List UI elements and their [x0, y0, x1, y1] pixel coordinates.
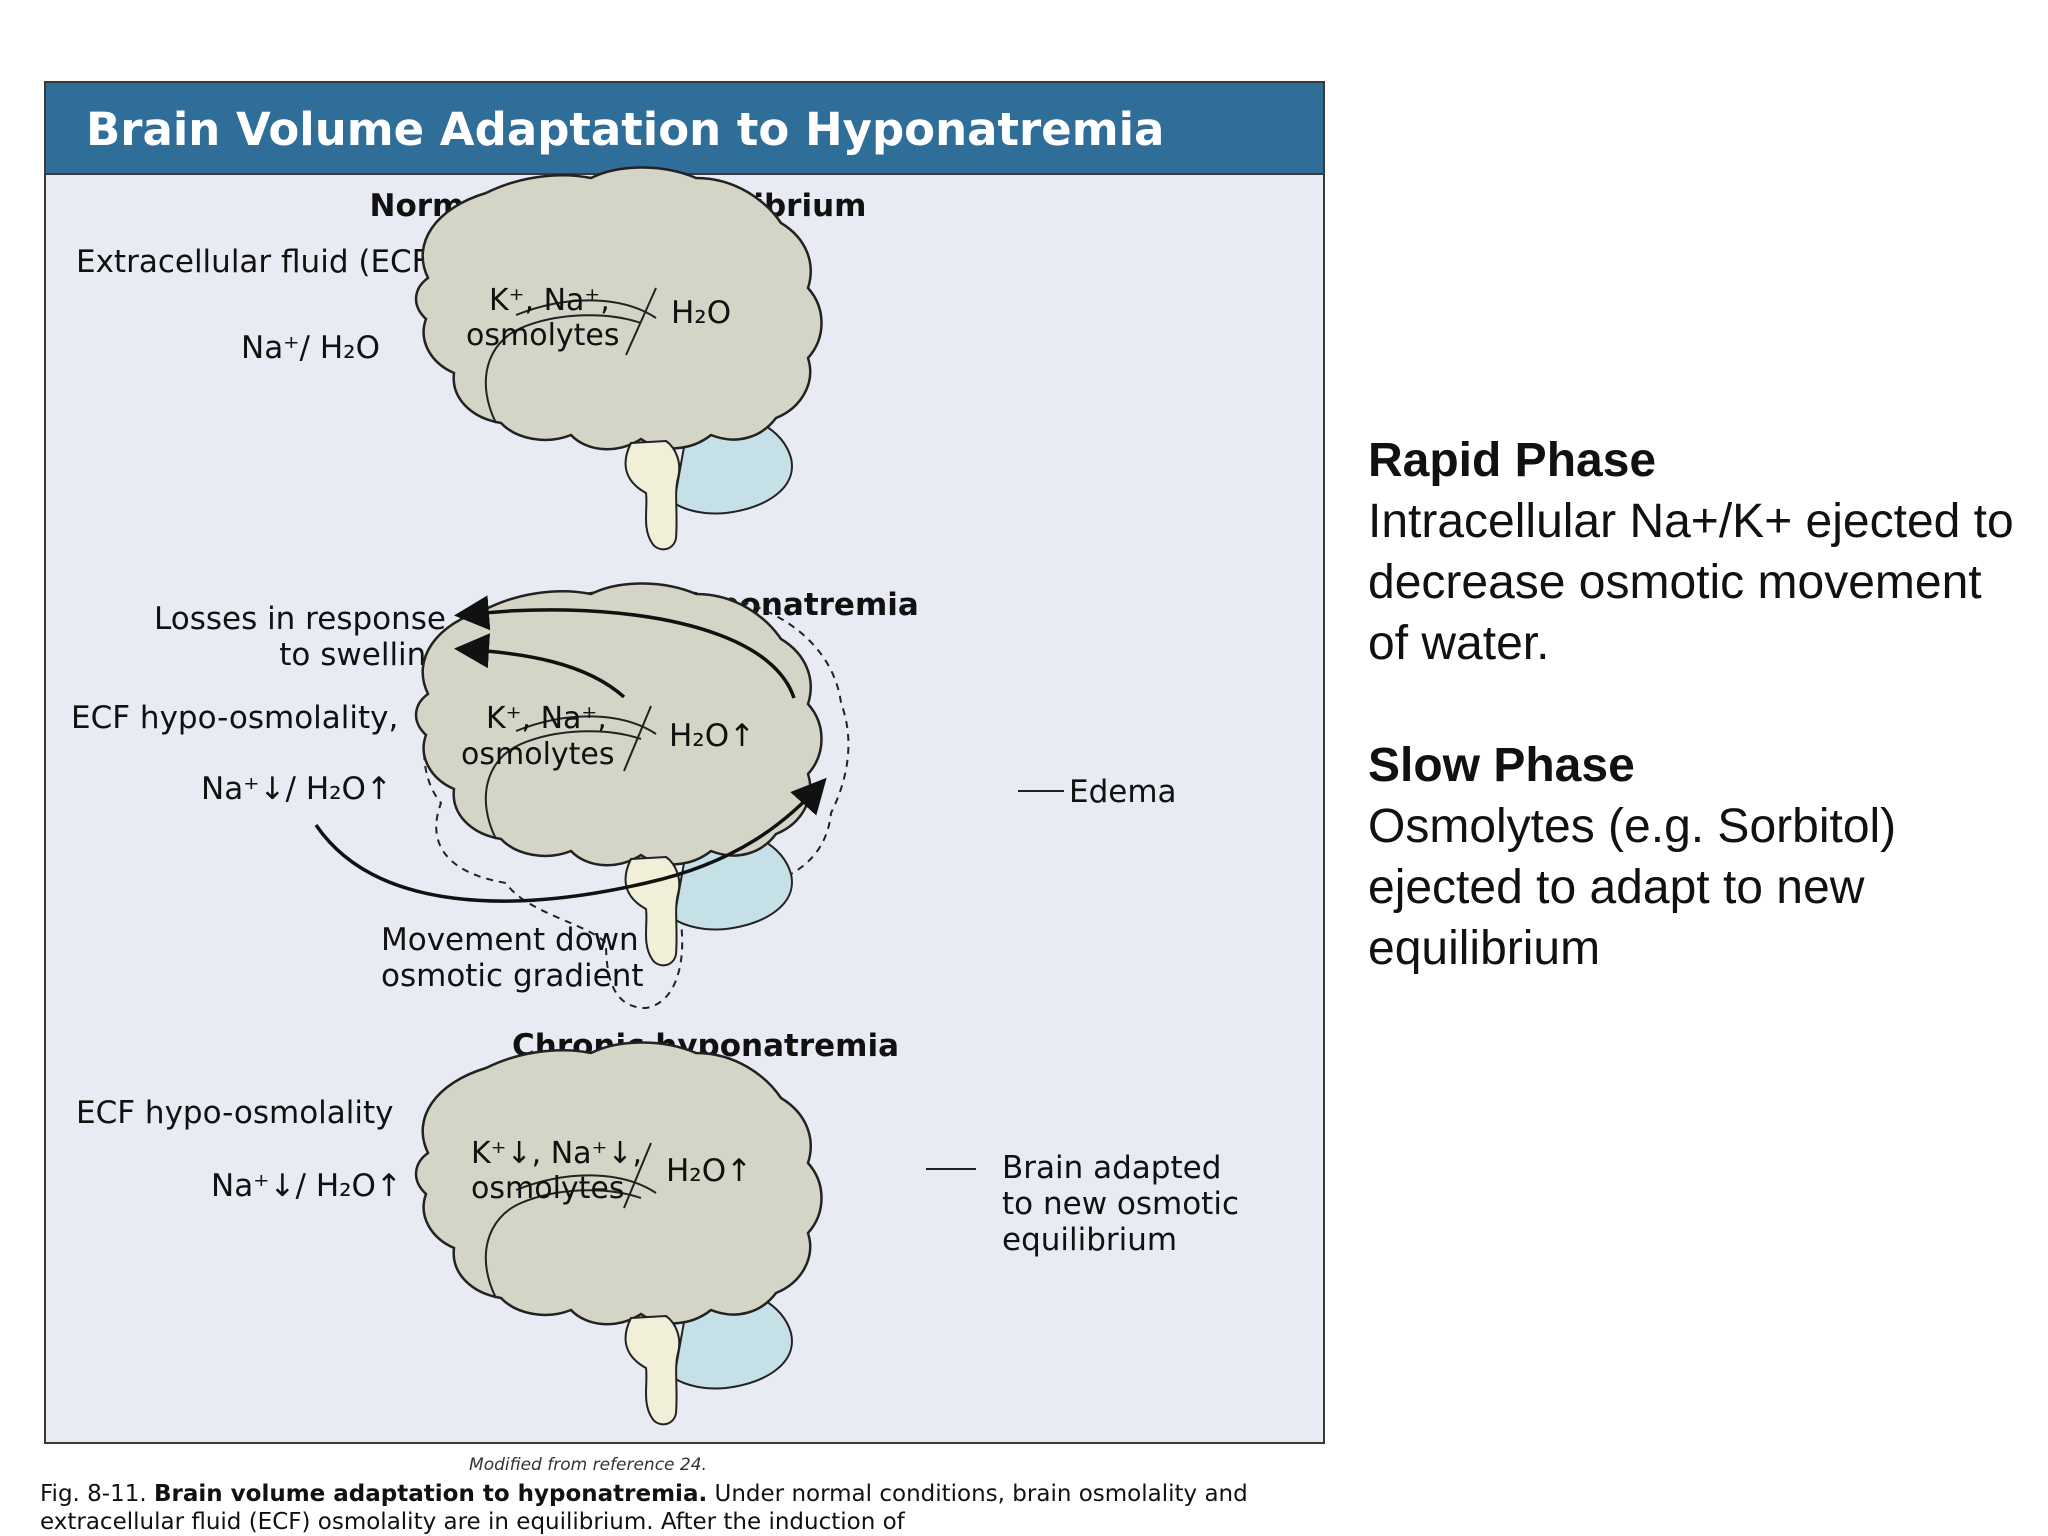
panel-1-brain-water: H₂O [671, 295, 731, 331]
brain-adaptation-diagram: Normonatremia: equilibrium Extracellular… [71, 166, 1239, 1426]
panel-2-brain-ions-2: osmolytes [461, 737, 615, 772]
panel-2-losses-1: Losses in response [154, 601, 446, 637]
slow-phase-text: Osmolytes (e.g. Sorbitol) ejected to ada… [1368, 800, 1897, 975]
caption-title: Brain volume adaptation to hyponatremia. [154, 1481, 708, 1507]
panel-1-divider [625, 287, 657, 356]
panel-1-brain-ions-2: osmolytes [466, 318, 620, 353]
loss-arrow-ions [454, 633, 626, 699]
panel-2-divider [623, 705, 652, 772]
slow-phase-block: Slow Phase Osmolytes (e.g. Sorbitol) eje… [1368, 735, 2028, 979]
panel-2-ecf-label: ECF hypo-osmolality, [71, 700, 398, 736]
caption-prefix: Fig. 8-11. [40, 1481, 147, 1507]
panel-3-brain-water: H₂O↑ [666, 1153, 752, 1189]
figure-panel: Brain Volume Adaptation to Hyponatremia … [44, 81, 1325, 1444]
panel-2-movement-2: osmotic gradient [381, 958, 644, 994]
panel-3-adapted-1: Brain adapted [1002, 1150, 1221, 1186]
caption-body: Under normal conditions, brain osmolalit… [40, 1481, 1248, 1535]
panel-2-ecf-formula: Na⁺↓/ H₂O↑ [201, 771, 392, 807]
panel-1-ecf-label: Extracellular fluid (ECF) [76, 244, 442, 280]
rapid-phase-heading: Rapid Phase [1368, 434, 1657, 487]
figure-title-bar: Brain Volume Adaptation to Hyponatremia [46, 83, 1323, 175]
panel-3-brain-ions-1: K⁺↓, Na⁺↓, [471, 1136, 642, 1171]
panel-1-ecf-formula: Na⁺/ H₂O [241, 330, 380, 366]
figure-title: Brain Volume Adaptation to Hyponatremia [86, 103, 1165, 156]
panel-3-adapted-3: equilibrium [1002, 1222, 1177, 1258]
side-notes: Rapid Phase Intracellular Na+/K+ ejected… [1368, 430, 2028, 1040]
loss-arrow-water [454, 595, 796, 699]
source-note: Modified from reference 24. [469, 1455, 707, 1475]
panel-2-movement-1: Movement down [381, 922, 639, 958]
panel-3-adapted-2: to new osmotic [1002, 1186, 1239, 1222]
panel-3-divider [623, 1142, 652, 1209]
rapid-phase-block: Rapid Phase Intracellular Na+/K+ ejected… [1368, 430, 2028, 674]
panel-2-edema-label: Edema [1069, 774, 1177, 810]
panel-3-ecf-label: ECF hypo-osmolality [76, 1095, 394, 1131]
movement-arrow [314, 777, 827, 903]
slow-phase-heading: Slow Phase [1368, 739, 1635, 792]
panel-3-brain-ions-2: osmolytes [471, 1171, 625, 1206]
panel-3-ecf-formula: Na⁺↓/ H₂O↑ [211, 1168, 402, 1204]
panel-1-brain-ions-1: K⁺, Na⁺, [489, 283, 610, 318]
panel-2-brain-ions-1: K⁺, Na⁺, [486, 701, 607, 736]
panel-1-brain [414, 166, 823, 551]
panel-2-brain [414, 582, 823, 967]
panel-3-brain [414, 1041, 823, 1426]
panel-2-losses-2: to swelling [279, 637, 446, 673]
panel-2-brain-water: H₂O↑ [669, 718, 755, 754]
rapid-phase-text: Intracellular Na+/K+ ejected to decrease… [1368, 495, 2014, 670]
figure-caption: Fig. 8-11. Brain volume adaptation to hy… [40, 1480, 1340, 1536]
